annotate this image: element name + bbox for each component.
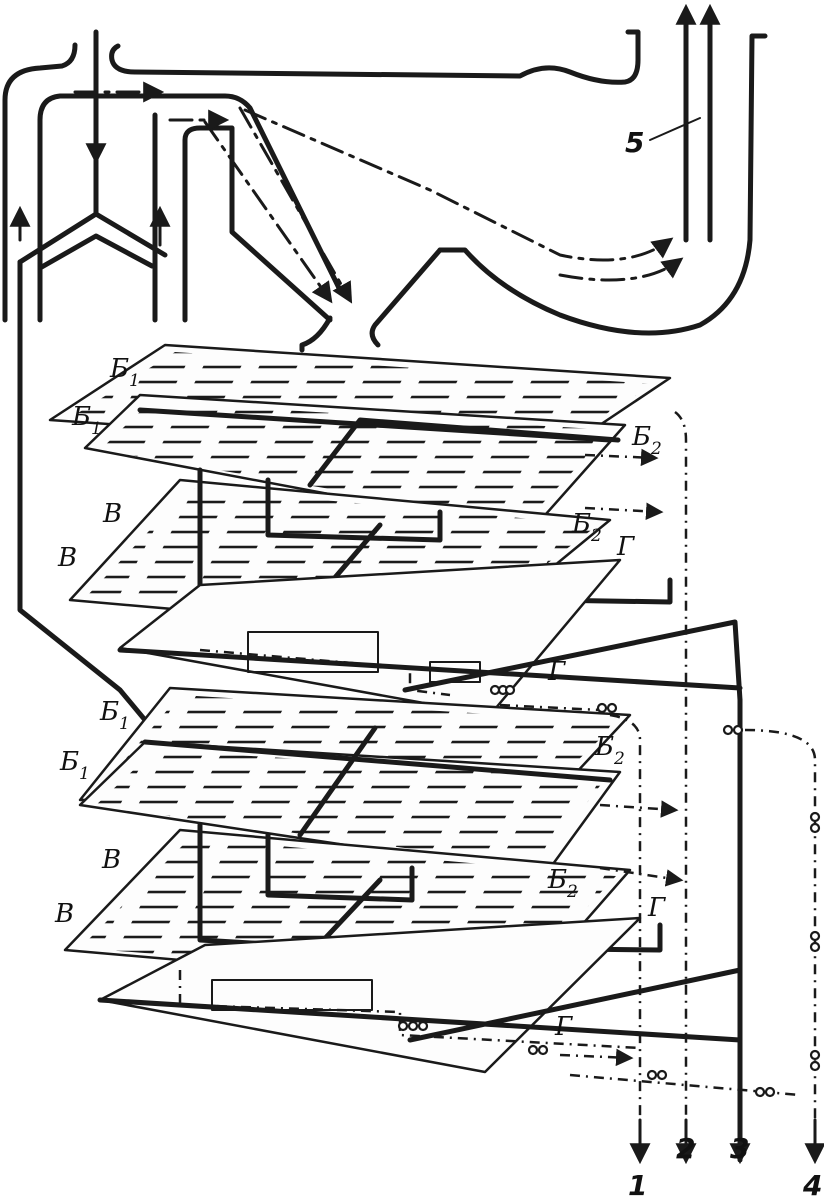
top-duct-system: 5 (2, 3, 768, 743)
svg-text:2: 2 (566, 882, 578, 902)
left-downcomer (17, 259, 148, 743)
label-b2-top: Б (631, 422, 651, 452)
diffuser-left-wall (299, 315, 333, 353)
lower-tray-group (63, 686, 743, 1074)
svg-text:1: 1 (129, 371, 140, 391)
tray-g-lower (98, 916, 642, 1074)
outlet-number-2: 2 (676, 1132, 695, 1165)
svg-text:1: 1 (119, 714, 130, 734)
label-g-second: Г (547, 657, 566, 687)
outlet-numbers: 1 2 3 4 (628, 1132, 822, 1202)
label-v-second: В (57, 543, 77, 573)
svg-text:1: 1 (91, 419, 102, 439)
outlet-line-1 (609, 713, 642, 1160)
label-b1-top: Б (109, 354, 129, 384)
label-v-lower: В (101, 845, 121, 875)
reference-number-5: 5 (625, 126, 644, 159)
vapour-diffuser (437, 33, 768, 336)
label-g-lower: Г (647, 893, 666, 923)
svg-text:1: 1 (79, 764, 90, 784)
outlet-number-3: 3 (730, 1132, 749, 1165)
label-b1-lower-2: Б (59, 747, 79, 777)
label-g-top: Г (616, 532, 635, 562)
upper-tray-group (48, 343, 743, 717)
label-g-lower-2: Г (554, 1012, 573, 1042)
label-v-lower-2: В (54, 899, 74, 929)
label-b1-lower: Б (99, 697, 119, 727)
left-inner-pipe (37, 93, 343, 323)
svg-text:2: 2 (650, 439, 662, 459)
outlet-line-4 (744, 728, 817, 1160)
outlet-number-1: 1 (628, 1169, 647, 1202)
label-b1-second: Б (71, 402, 91, 432)
top-manifold (109, 29, 641, 85)
left-outer-pipe (2, 42, 78, 323)
tray-labels: Б 1 Б 1 Б 2 Б 2 В В Г Г Б 1 Б 1 Б 2 Б 2 … (54, 354, 666, 1042)
label-b2-lower-2: Б (547, 865, 567, 895)
diffuser-lower-wall (369, 247, 443, 348)
outlet-number-4: 4 (802, 1169, 822, 1202)
label-v-top: В (102, 499, 122, 529)
svg-text:2: 2 (590, 526, 602, 546)
vapour-flow-path (243, 108, 674, 262)
feed-splitter (17, 211, 168, 271)
svg-text:2: 2 (613, 749, 625, 769)
outlet-lines (499, 410, 824, 1165)
label-b2-lower: Б (594, 732, 614, 762)
label-b2-second: Б (571, 509, 591, 539)
outlet-line-2 (674, 410, 688, 1160)
